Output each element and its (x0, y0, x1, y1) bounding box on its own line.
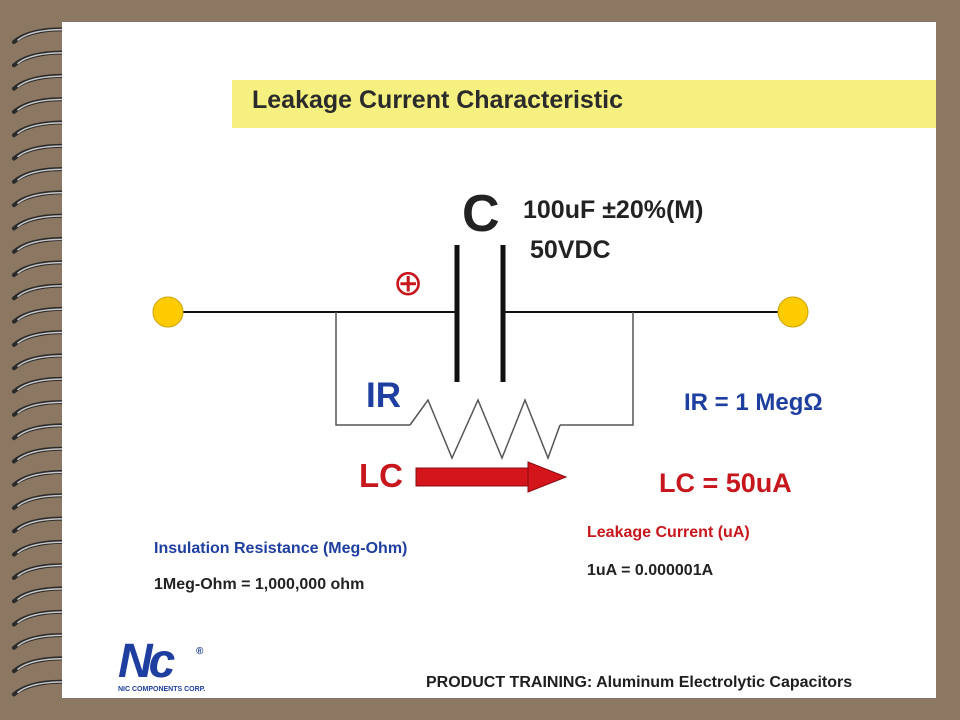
footer-text: PRODUCT TRAINING: Aluminum Electrolytic … (426, 674, 853, 691)
logo-company-name: NIC COMPONENTS CORP. (118, 686, 206, 693)
lc-arrow-head (527, 461, 568, 493)
left-terminal (152, 296, 184, 328)
lc-value: LC = 50uA (659, 468, 792, 498)
ir-definition-conversion: 1Meg-Ohm = 1,000,000 ohm (154, 576, 365, 593)
logo-mark: Nc (118, 635, 175, 688)
resistor-branch-wire-right (560, 312, 634, 426)
lc-arrow-shaft (415, 467, 529, 487)
notebook-page (62, 22, 936, 698)
slide-title: Leakage Current Characteristic (252, 86, 623, 114)
ir-definition-title: Insulation Resistance (Meg-Ohm) (154, 540, 408, 557)
lc-definition-conversion: 1uA = 0.000001A (587, 562, 714, 579)
lc-label: LC (359, 457, 403, 494)
resistor-zigzag (409, 397, 561, 461)
capacitor-symbol: C (462, 185, 500, 243)
resistor-branch-wire (335, 312, 410, 426)
lc-definition-title: Leakage Current (uA) (587, 524, 750, 541)
ir-value: IR = 1 MegΩ (684, 389, 823, 416)
title-band (232, 80, 936, 128)
right-terminal (777, 296, 809, 328)
capacitor-voltage: 50VDC (530, 236, 611, 264)
logo-registered-mark: ® (196, 646, 204, 657)
capacitor-spec: 100uF ±20%(M) (523, 196, 704, 224)
ir-label: IR (366, 376, 401, 415)
company-logo: Nc ® NIC COMPONENTS CORP. (118, 635, 228, 698)
positive-polarity-icon: ⊕ (393, 262, 424, 303)
